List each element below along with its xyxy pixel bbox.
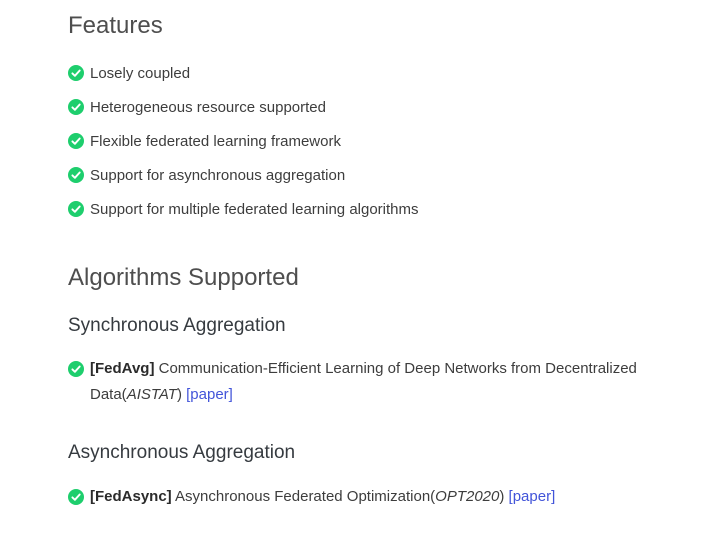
- feature-item: Support for multiple federated learning …: [68, 199, 679, 220]
- algorithm-item: [FedAvg] Communication-Efficient Learnin…: [68, 356, 679, 408]
- algorithm-title: Communication-Efficient Learning of Deep…: [90, 360, 637, 404]
- paper-link[interactable]: [paper]: [508, 488, 556, 506]
- check-circle-icon: [68, 361, 84, 378]
- feature-item-label: Support for asynchronous aggregation: [90, 166, 346, 184]
- feature-item: Heterogeneous resource supported: [68, 97, 679, 118]
- algorithm-tag: [FedAvg]: [90, 360, 155, 378]
- features-heading: Features: [68, 12, 163, 39]
- feature-item-label: Heterogeneous resource supported: [90, 98, 326, 116]
- feature-item: Support for asynchronous aggregation: [68, 165, 679, 186]
- algorithm-item-text: [FedAvg] Communication-Efficient Learnin…: [90, 356, 679, 408]
- check-circle-icon: [68, 200, 84, 217]
- algorithm-title-suffix: ): [176, 386, 187, 404]
- sync-algorithms-list: [FedAvg] Communication-Efficient Learnin…: [68, 356, 679, 422]
- features-list: Losely coupled Heterogeneous resource su…: [68, 63, 679, 220]
- paper-link[interactable]: [paper]: [186, 386, 233, 404]
- algorithm-title-suffix: ): [499, 488, 509, 506]
- algorithm-title: Asynchronous Federated Optimization(: [171, 488, 436, 506]
- feature-item: Flexible federated learning framework: [68, 131, 679, 152]
- feature-item-label: Support for multiple federated learning …: [90, 200, 419, 218]
- check-circle-icon: [68, 64, 84, 81]
- feature-item: Losely coupled: [68, 63, 679, 84]
- check-circle-icon: [68, 489, 84, 506]
- algorithm-venue: OPT2020: [435, 488, 500, 506]
- sync-aggregation-heading: Synchronous Aggregation: [68, 314, 286, 336]
- feature-item-label: Losely coupled: [90, 64, 191, 82]
- feature-item-label: Flexible federated learning framework: [90, 132, 341, 150]
- async-aggregation-heading: Asynchronous Aggregation: [68, 442, 296, 464]
- algorithm-venue: AISTAT: [126, 386, 177, 404]
- algorithm-item: [FedAsync] Asynchronous Federated Optimi…: [68, 484, 679, 510]
- algorithm-item-text: [FedAsync] Asynchronous Federated Optimi…: [90, 484, 679, 510]
- algorithms-heading: Algorithms Supported: [68, 263, 299, 291]
- check-circle-icon: [68, 98, 84, 115]
- check-circle-icon: [68, 166, 84, 183]
- check-circle-icon: [68, 132, 84, 149]
- async-algorithms-list: [FedAsync] Asynchronous Federated Optimi…: [68, 484, 679, 524]
- algorithm-tag: [FedAsync]: [90, 488, 172, 506]
